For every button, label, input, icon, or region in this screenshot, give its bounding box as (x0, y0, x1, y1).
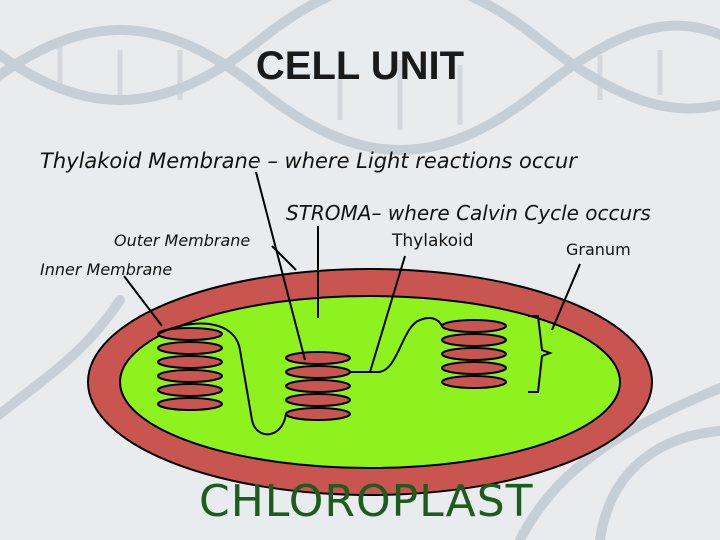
granum-brace (528, 315, 553, 393)
lamella-right (350, 317, 443, 373)
label-thylakoid-membrane: Thylakoid Membrane – where Light reactio… (40, 149, 577, 173)
label-thylakoid: Thylakoid (392, 231, 474, 251)
leader-thylakoid-membrane (255, 171, 306, 361)
granum-left (157, 327, 223, 411)
label-stroma: STROMA– where Calvin Cycle occurs (286, 201, 651, 225)
label-granum: Granum (566, 240, 631, 259)
leader-thylakoid (369, 255, 406, 373)
granum-middle (285, 351, 351, 421)
leader-outer-membrane (271, 245, 297, 271)
caption-chloroplast: CHLOROPLAST (199, 476, 534, 527)
page-title: CELL UNIT (255, 44, 465, 88)
leader-granum (551, 263, 581, 331)
granum-right (441, 319, 507, 389)
lamella-left (157, 322, 287, 436)
leader-inner-membrane (123, 275, 163, 327)
label-inner-membrane: Inner Membrane (40, 260, 173, 279)
label-outer-membrane: Outer Membrane (114, 231, 251, 250)
